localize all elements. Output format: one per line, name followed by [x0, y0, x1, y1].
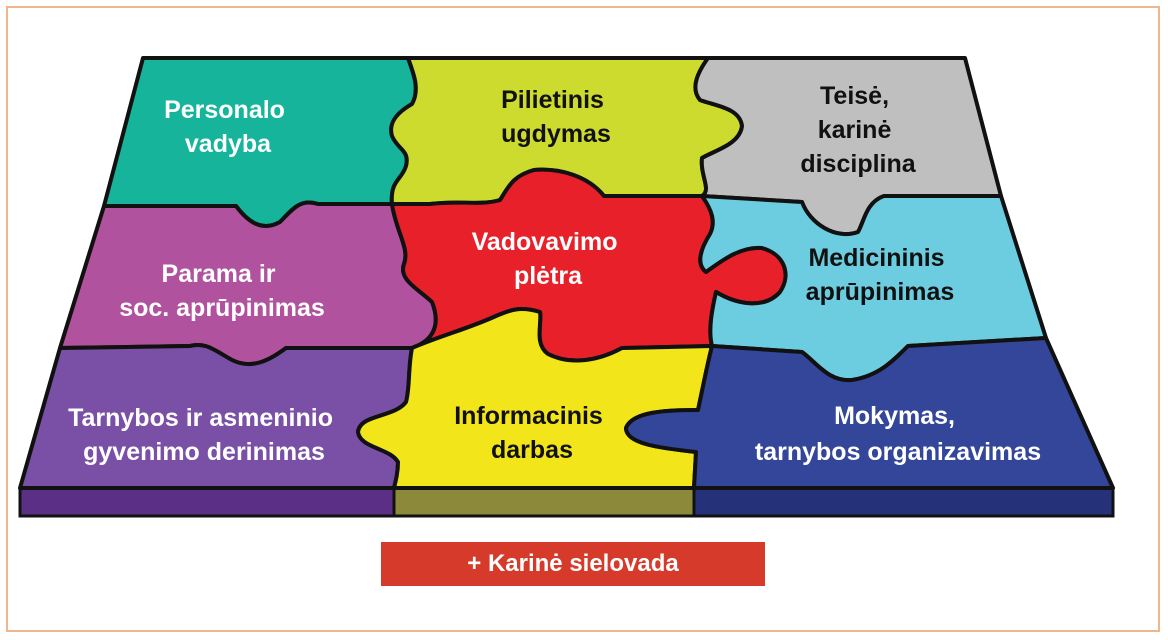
label-tarnybos-line-1: Tarnybos ir asmeninio [68, 404, 333, 432]
footer-banner: + Karinė sielovada [381, 542, 765, 586]
label-parama-line-1: Parama ir [162, 260, 276, 288]
label-medicininis-line-1: Medicininis [808, 244, 944, 272]
footer-banner-label: + Karinė sielovada [467, 550, 678, 578]
label-personalo-line-1: Personalo [164, 96, 285, 124]
label-teise-line-2: karinė [818, 116, 892, 144]
label-pilietinis-line-1: Pilietinis [501, 86, 604, 114]
label-vadovavimo-line-2: plėtra [514, 262, 583, 290]
label-personalo-line-2: vadyba [185, 130, 272, 158]
label-tarnybos-line-2: gyvenimo derinimas [83, 438, 325, 466]
label-pilietinis-line-2: ugdymas [501, 120, 611, 148]
label-teise-line-3: disciplina [800, 150, 916, 178]
label-mokymas-line-1: Mokymas, [834, 402, 955, 430]
label-teise-line-1: Teisė, [820, 82, 889, 110]
base-left [20, 488, 394, 516]
label-informacinis-line-2: darbas [491, 436, 573, 464]
label-informacinis-line-1: Informacinis [454, 402, 603, 430]
puzzle-base [20, 488, 1113, 516]
label-medicininis-line-2: aprūpinimas [806, 278, 955, 306]
label-vadovavimo-line-1: Vadovavimo [472, 228, 618, 256]
label-mokymas-line-2: tarnybos organizavimas [755, 438, 1041, 466]
label-parama-line-2: soc. aprūpinimas [119, 294, 325, 322]
base-middle [394, 488, 694, 516]
base-right [694, 488, 1113, 516]
